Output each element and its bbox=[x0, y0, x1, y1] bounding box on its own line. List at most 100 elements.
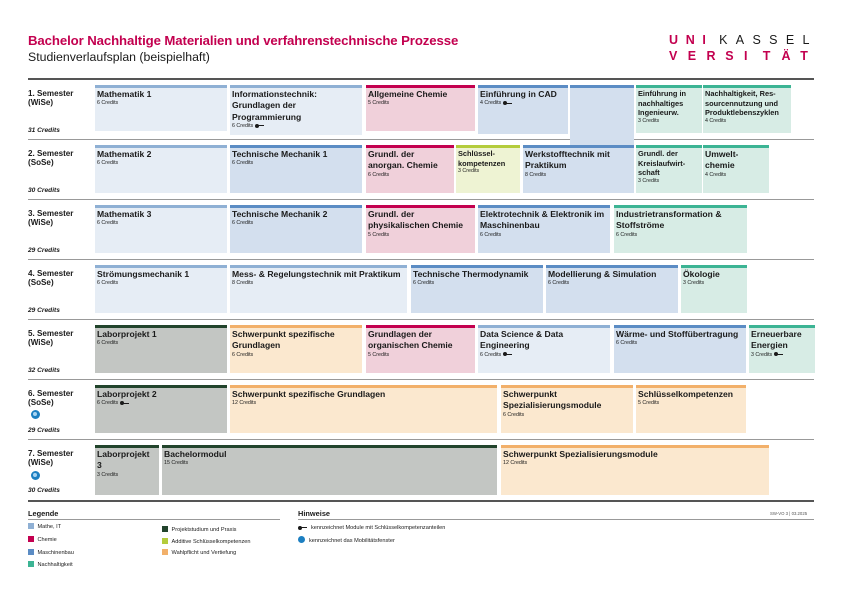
module-credits: 6 Credits bbox=[97, 280, 119, 287]
semester-name: 4. Semester bbox=[28, 269, 74, 278]
module-credits: 6 Credits bbox=[503, 411, 525, 418]
module-card: Laborprojekt 2 6 Credits bbox=[95, 385, 227, 433]
module-credits: 6 Credits bbox=[232, 351, 254, 358]
module-card: Schlüssel-kompetenzen 3 Credits bbox=[456, 145, 520, 193]
module-credits: 6 Credits bbox=[232, 160, 254, 167]
module-credits: 5 Credits bbox=[638, 400, 660, 407]
module-credits: 5 Credits bbox=[368, 100, 390, 107]
module-credits: 6 Credits bbox=[480, 352, 607, 360]
module-name: Einführung in nachhaltiges Ingenieurw. bbox=[638, 89, 687, 118]
module-card: Industrietransformation & Stoffströme 6 … bbox=[614, 205, 747, 253]
module-credits-text: 4 Credits bbox=[480, 100, 502, 107]
module-card: Erneuerbare Energien 3 Credits bbox=[749, 325, 815, 373]
legend-label: Nachhaltigkeit bbox=[37, 562, 73, 569]
module-name: Schlüssel-kompetenzen bbox=[458, 149, 506, 168]
module-name: Strömungsmechanik 1 bbox=[97, 269, 190, 279]
row-divider bbox=[28, 319, 814, 321]
key-icon bbox=[298, 525, 307, 530]
module-credits: 15 Credits bbox=[164, 460, 189, 467]
module-card: Data Science & Data Engineering 6 Credit… bbox=[478, 325, 610, 373]
module-credits: 12 Credits bbox=[232, 400, 257, 407]
module-card: Grundl. der Kreislaufwirt-schaft 3 Credi… bbox=[636, 145, 702, 193]
logo-letter: R bbox=[706, 49, 716, 63]
module-card: Einführung in CAD 4 Credits bbox=[478, 85, 568, 134]
module-card: Strömungsmechanik 1 6 Credits bbox=[95, 265, 227, 313]
page-title: Bachelor Nachhaltige Materialien und ver… bbox=[28, 33, 459, 48]
row-divider bbox=[28, 259, 814, 261]
key-icon bbox=[503, 352, 513, 357]
module-credits: 3 Credits bbox=[458, 168, 480, 175]
semester-name: 3. Semester bbox=[28, 209, 74, 218]
legend-label: Maschinenbau bbox=[37, 550, 74, 557]
globe-icon bbox=[31, 410, 40, 419]
globe-icon bbox=[31, 471, 40, 480]
module-credits: 3 Credits bbox=[638, 177, 660, 184]
semester-name: 1. Semester bbox=[28, 89, 74, 98]
module-name: Elektrotechnik & Elektronik im Maschinen… bbox=[480, 209, 605, 231]
module-credits: 8 Credits bbox=[232, 280, 254, 287]
logo-letter: T bbox=[800, 49, 808, 63]
module-name: Grundlagen der organischen Chemie bbox=[368, 329, 453, 351]
legend-title: Legende bbox=[28, 509, 59, 518]
semester-label: 2. Semester (SoSe) 30 Credits bbox=[28, 149, 90, 197]
module-credits: 3 Credits bbox=[751, 352, 812, 360]
module-credits: 6 Credits bbox=[97, 340, 119, 347]
module-name: Wärme- und Stoffübertragung bbox=[616, 329, 739, 339]
module-credits: 4 Credits bbox=[705, 117, 727, 124]
hint-key-text: kennzeichnet Module mit Schlüsselkompete… bbox=[311, 525, 446, 531]
legend-swatch bbox=[162, 538, 168, 544]
semester-label: 1. Semester (WiSe) 31 Credits bbox=[28, 89, 90, 137]
module-card: Technische Thermodynamik 6 Credits bbox=[411, 265, 543, 313]
semester-type: (WiSe) bbox=[28, 98, 54, 108]
logo-letter: E bbox=[687, 49, 697, 63]
row-divider bbox=[28, 139, 814, 141]
module-name: Grundl. der Kreislaufwirt-schaft bbox=[638, 149, 686, 178]
module-card: Bachelormodul 15 Credits bbox=[162, 445, 497, 495]
module-card: Grundlagen der organischen Chemie 5 Cred… bbox=[366, 325, 475, 373]
semester-type: (WiSe) bbox=[28, 458, 54, 468]
semester-label: 3. Semester (WiSe) 29 Credits bbox=[28, 209, 90, 257]
module-card: Elektrotechnik & Elektronik im Maschinen… bbox=[478, 205, 610, 253]
module-credits: 6 Credits bbox=[368, 171, 390, 178]
hint-globe: kennzeichnet das Mobilitätsfenster bbox=[298, 536, 395, 544]
module-card: Schlüsselkompetenzen 5 Credits bbox=[636, 385, 746, 433]
logo-letter: I bbox=[702, 33, 706, 47]
module-credits: 12 Credits bbox=[503, 460, 528, 467]
key-icon bbox=[255, 123, 265, 128]
module-credits: 3 Credits bbox=[683, 280, 705, 287]
logo-letter: S bbox=[752, 33, 761, 47]
row-divider bbox=[28, 500, 814, 502]
semester-type: (WiSe) bbox=[28, 338, 54, 348]
module-credits: 5 Credits bbox=[368, 231, 390, 238]
semester-credits: 32 Credits bbox=[28, 367, 60, 374]
module-card: Schwerpunkt spezifische Grundlagen 6 Cre… bbox=[230, 325, 362, 373]
legend-item: Maschinenbau bbox=[28, 549, 74, 557]
semester-name: 2. Semester bbox=[28, 149, 74, 158]
module-name: Erneuerbare Energien bbox=[751, 329, 802, 351]
module-name: Technische Thermodynamik bbox=[413, 269, 529, 279]
logo-letter: S bbox=[725, 49, 734, 63]
module-name: Laborprojekt 2 bbox=[97, 389, 157, 399]
semester-label: 6. Semester (SoSe) 29 Credits bbox=[28, 389, 90, 437]
semester-name: 5. Semester bbox=[28, 329, 74, 338]
module-name: Mess- & Regelungstechnik mit Praktikum bbox=[232, 269, 401, 279]
module-name: Informationstechnik: Grundlagen der Prog… bbox=[232, 89, 317, 122]
key-icon bbox=[503, 101, 513, 105]
semester-type: (SoSe) bbox=[28, 398, 54, 408]
hints-title: Hinweise bbox=[298, 509, 331, 518]
row-divider bbox=[28, 439, 814, 441]
module-credits: 3 Credits bbox=[638, 117, 660, 124]
module-credits-text: 6 Credits bbox=[97, 400, 119, 407]
module-card: Nachhaltigkeit, Res-sourcennutzung und P… bbox=[703, 85, 791, 133]
module-name: Technische Mechanik 2 bbox=[232, 209, 328, 219]
module-card: Grundl. der anorgan. Chemie 6 Credits bbox=[366, 145, 454, 193]
module-name: Bachelormodul bbox=[164, 449, 227, 459]
module-card: Allgemeine Chemie 5 Credits bbox=[366, 85, 475, 131]
module-name: Grundl. der anorgan. Chemie bbox=[368, 149, 438, 171]
module-card: Werkstofftechnik mit Praktikum 8 Credits bbox=[523, 145, 634, 193]
logo-letter: U bbox=[669, 33, 679, 47]
hints-divider bbox=[298, 519, 814, 520]
semester-label: 5. Semester (WiSe) 32 Credits bbox=[28, 329, 90, 377]
module-name: Umwelt-chemie bbox=[705, 149, 739, 171]
semester-credits: 29 Credits bbox=[28, 247, 60, 254]
